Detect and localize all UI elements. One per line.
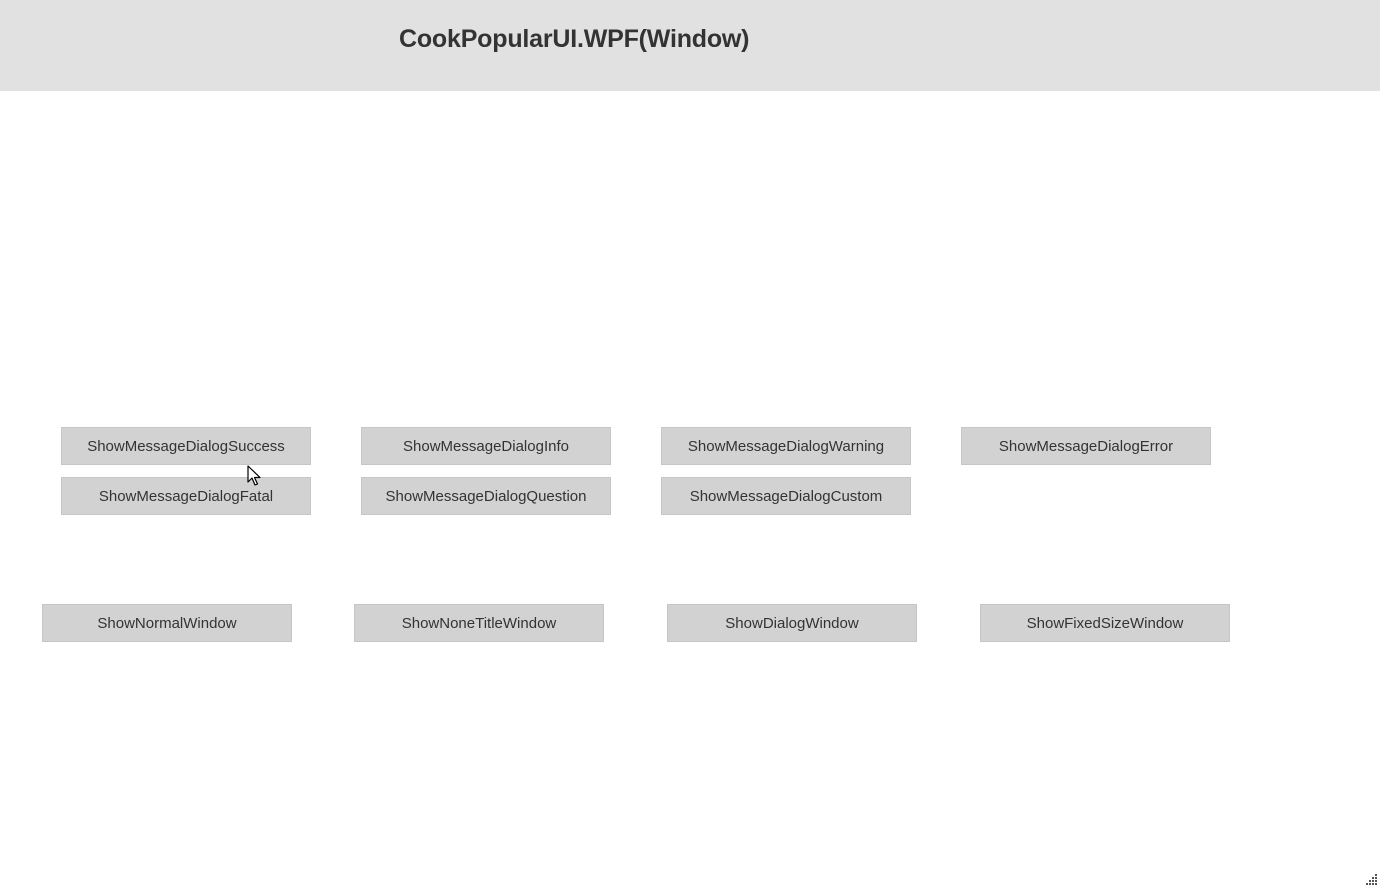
show-message-dialog-error-button[interactable]: ShowMessageDialogError xyxy=(961,427,1211,465)
window-title: CookPopularUI.WPF(Window) xyxy=(399,25,750,53)
show-message-dialog-info-button[interactable]: ShowMessageDialogInfo xyxy=(361,427,611,465)
show-message-dialog-warning-button[interactable]: ShowMessageDialogWarning xyxy=(661,427,911,465)
mouse-pointer-icon xyxy=(247,465,261,486)
show-fixed-size-window-button[interactable]: ShowFixedSizeWindow xyxy=(980,604,1230,642)
show-message-dialog-question-button[interactable]: ShowMessageDialogQuestion xyxy=(361,477,611,515)
show-dialog-window-button[interactable]: ShowDialogWindow xyxy=(667,604,917,642)
title-bar[interactable]: CookPopularUI.WPF(Window) xyxy=(0,0,1380,91)
show-message-dialog-custom-button[interactable]: ShowMessageDialogCustom xyxy=(661,477,911,515)
show-message-dialog-success-button[interactable]: ShowMessageDialogSuccess xyxy=(61,427,311,465)
show-normal-window-button[interactable]: ShowNormalWindow xyxy=(42,604,292,642)
show-message-dialog-fatal-button[interactable]: ShowMessageDialogFatal xyxy=(61,477,311,515)
show-none-title-window-button[interactable]: ShowNoneTitleWindow xyxy=(354,604,604,642)
resize-grip-icon[interactable] xyxy=(1366,873,1378,885)
